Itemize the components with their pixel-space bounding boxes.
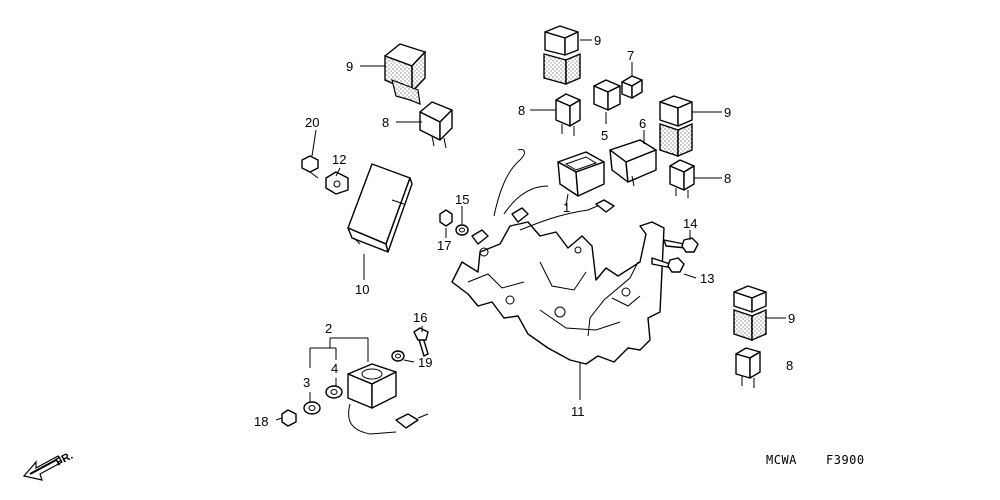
- relay-9-lower-right: [733, 285, 767, 342]
- callout-8-center: 8: [518, 103, 525, 118]
- bolt-13: [651, 257, 685, 273]
- callout-18: 18: [254, 414, 268, 429]
- callout-labels: 9 8 9 7 8 5 6 9 8 1 20 12 10 15 17 14 13…: [254, 33, 795, 429]
- callout-8-lower-right: 8: [786, 358, 793, 373]
- nut-17: [439, 209, 453, 227]
- nut-18: [281, 409, 297, 427]
- callout-20: 20: [305, 115, 319, 130]
- callout-9-top-left: 9: [346, 59, 353, 74]
- callout-14: 14: [683, 216, 697, 231]
- callout-1: 1: [563, 200, 570, 215]
- collar-19: [391, 350, 405, 362]
- front-label: FR.: [54, 450, 75, 469]
- relay-9-top-center: [543, 25, 581, 86]
- front-direction-arrow: FR.: [22, 450, 75, 481]
- clip-12: [325, 171, 349, 195]
- callout-19: 19: [418, 355, 432, 370]
- callout-8-right: 8: [724, 171, 731, 186]
- callout-10: 10: [355, 282, 369, 297]
- callout-17: 17: [437, 238, 451, 253]
- figure-code: F3900: [826, 453, 865, 467]
- callout-4: 4: [331, 361, 338, 376]
- relay-5: [593, 79, 621, 111]
- relay-8-center: [555, 93, 581, 136]
- callout-9-right: 9: [724, 105, 731, 120]
- callout-16: 16: [413, 310, 427, 325]
- bolt-20: [301, 155, 319, 179]
- callout-3: 3: [303, 375, 310, 390]
- rubber-3: [303, 401, 321, 415]
- relay-box-6: [609, 139, 657, 187]
- relay-8-top-left: [419, 101, 453, 149]
- callout-5: 5: [601, 128, 608, 143]
- relay-holder-1: [557, 151, 605, 197]
- bolt-16: [413, 327, 429, 357]
- callout-7: 7: [627, 48, 634, 63]
- callout-9-lower-right: 9: [788, 311, 795, 326]
- leader-lines: [275, 39, 786, 421]
- callout-13: 13: [700, 271, 714, 286]
- bolt-14: [663, 237, 699, 253]
- callout-9-top-center: 9: [594, 33, 601, 48]
- model-code: MCWA: [766, 453, 797, 467]
- callout-8-top-left: 8: [382, 115, 389, 130]
- relay-9-right: [659, 95, 693, 158]
- rubber-4: [325, 385, 343, 399]
- unit-2: [347, 363, 429, 435]
- relay-8-right: [669, 159, 695, 198]
- relay-7: [621, 75, 643, 99]
- callout-6: 6: [639, 116, 646, 131]
- collar-15: [455, 224, 469, 236]
- callout-11: 11: [571, 404, 585, 419]
- callout-12: 12: [332, 152, 346, 167]
- control-unit-10: [347, 163, 413, 253]
- callout-2: 2: [325, 321, 332, 336]
- main-bracket-11: [451, 149, 665, 365]
- relay-8-lower-right: [735, 347, 761, 388]
- callout-15: 15: [455, 192, 469, 207]
- relay-9-top-left: [384, 43, 426, 105]
